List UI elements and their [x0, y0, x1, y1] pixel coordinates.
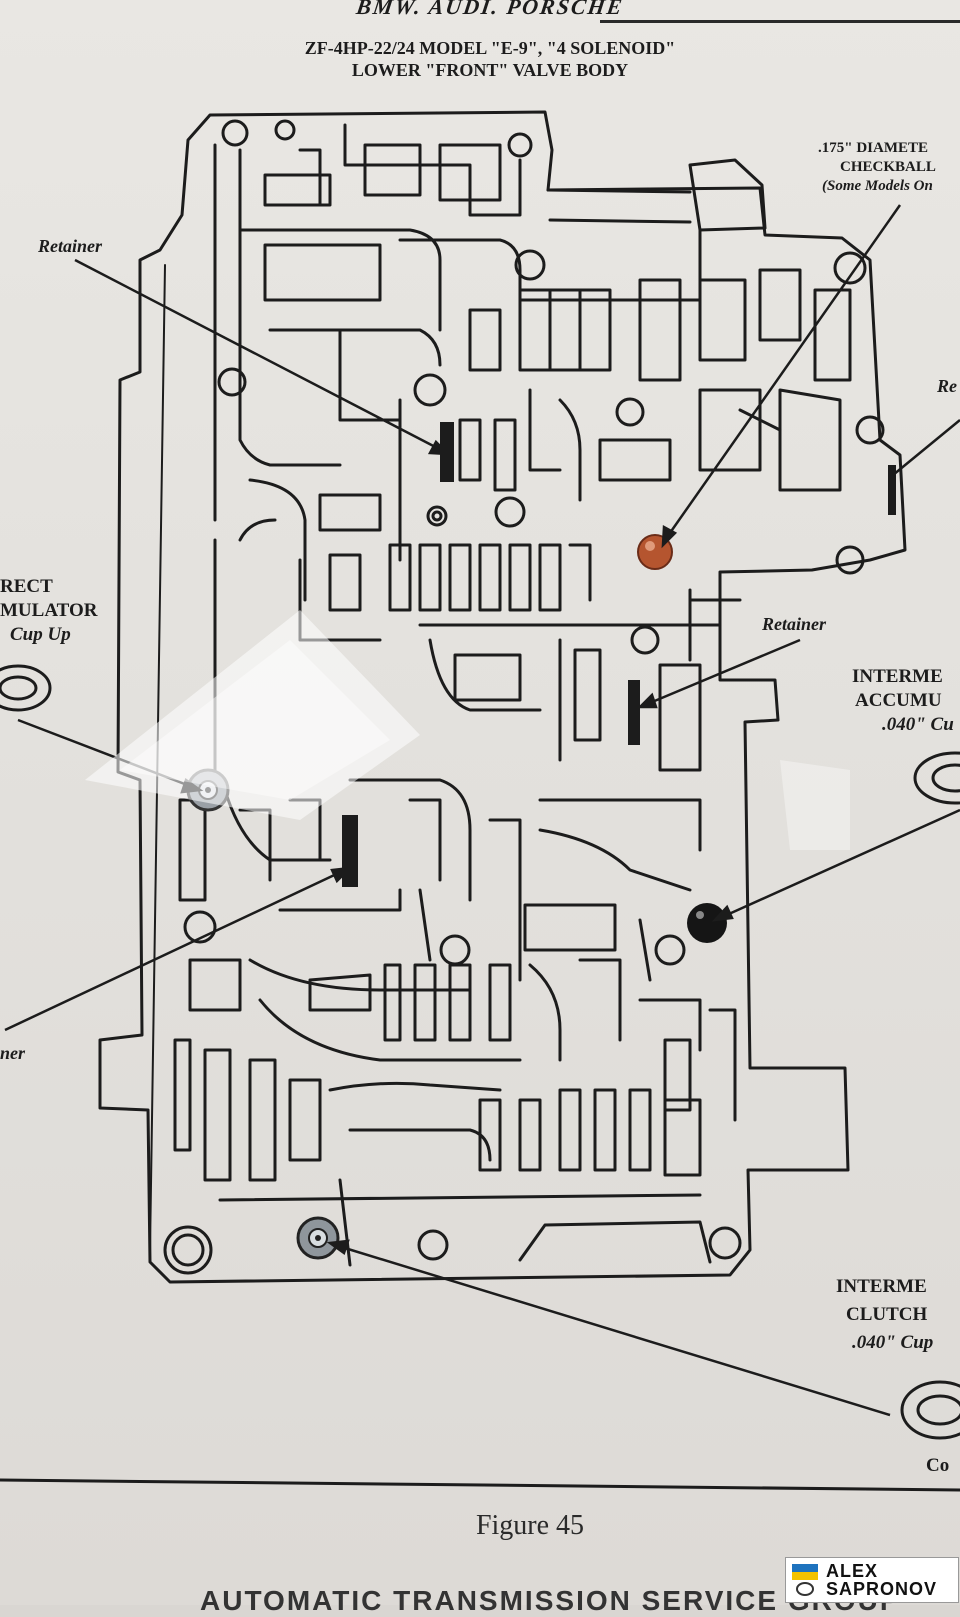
- label-interm-clutch-line2: CLUTCH: [846, 1304, 928, 1325]
- retainer-part-3: [342, 815, 358, 887]
- label-retainer-mid-right: Retainer: [762, 614, 827, 634]
- label-retainer-right-edge: Re: [937, 376, 957, 396]
- label-retainer-top-left: Retainer: [38, 236, 103, 256]
- label-bottom-right-fragment: Co: [926, 1455, 950, 1476]
- watermark-name-line2: SAPRONOV: [826, 1579, 938, 1599]
- header-rule: [600, 20, 960, 23]
- label-interm-clutch-line3: .040" Cup: [852, 1332, 934, 1353]
- label-interm-clutch-line1: INTERME: [836, 1276, 927, 1297]
- label-direct-accumulator-line1: RECT: [0, 576, 53, 597]
- label-retainer-left-edge: ner: [0, 1043, 26, 1063]
- checkball-black: [687, 903, 727, 943]
- label-interm-accumulator-line1: INTERME: [852, 666, 943, 687]
- watermark-badge-icon: [790, 1562, 820, 1598]
- label-interm-accumulator-line2: ACCUMU: [855, 690, 942, 711]
- label-direct-accumulator-line2: MULATOR: [0, 600, 98, 621]
- label-direct-accumulator-line3: Cup Up: [10, 624, 71, 645]
- label-checkball-line2: CHECKBALL: [840, 159, 936, 175]
- label-checkball-line3: (Some Models On: [822, 178, 933, 194]
- watermark-name-line1: ALEX: [826, 1561, 879, 1581]
- tape-glare: [85, 610, 420, 820]
- retainer-part-4: [888, 465, 896, 515]
- title-line-1: ZF-4HP-22/24 MODEL "E-9", "4 SOLENOID": [304, 38, 676, 58]
- label-checkball-line1: .175" DIAMETE: [818, 140, 929, 156]
- watermark: ALEX SAPRONOV: [785, 1557, 959, 1603]
- cup-intermediate-clutch: [296, 1216, 340, 1260]
- watermark-text: ALEX SAPRONOV: [826, 1562, 937, 1598]
- retainer-part-2: [628, 680, 640, 745]
- figure-caption: Figure 45: [475, 1510, 585, 1541]
- label-interm-accumulator-line3: .040" Cu: [882, 714, 954, 735]
- valve-body-outline: [98, 110, 907, 1284]
- title-line-2: LOWER "FRONT" VALVE BODY: [351, 60, 629, 80]
